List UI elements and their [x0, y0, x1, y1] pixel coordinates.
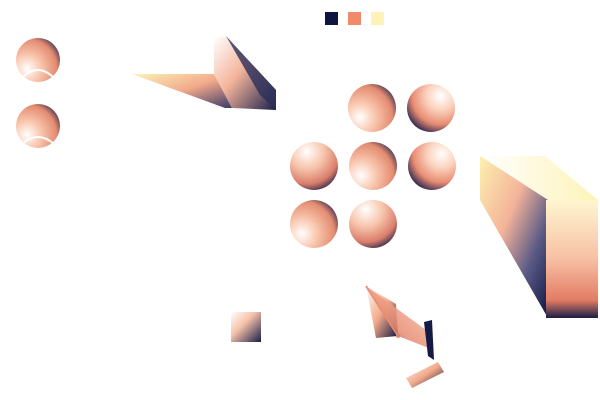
- sphere-cluster: [290, 84, 456, 248]
- shard-2: [366, 286, 434, 350]
- sphere-left-1-ring: [21, 69, 55, 79]
- cluster-sphere-2: [407, 84, 455, 132]
- box-front-face: [546, 200, 598, 318]
- cluster-sphere-1: [348, 84, 396, 132]
- sphere-left-1: [16, 38, 60, 82]
- sphere-left-2-ring: [21, 136, 55, 145]
- color-legend: [325, 12, 384, 25]
- swatch-cream: [371, 12, 384, 25]
- swatch-navy: [325, 12, 338, 25]
- left-spheres: [16, 38, 60, 148]
- small-square: [231, 312, 261, 342]
- sphere-left-2: [16, 104, 60, 148]
- box-top-face: [480, 156, 598, 200]
- shard-4: [406, 362, 444, 388]
- cluster-sphere-3: [290, 142, 338, 190]
- right-box: [480, 156, 598, 318]
- cluster-sphere-5: [408, 142, 456, 190]
- cluster-sphere-6: [290, 200, 338, 248]
- swatch-coral: [348, 12, 361, 25]
- cluster-sphere-7: [349, 200, 397, 248]
- prism-end-face: [226, 36, 276, 110]
- prism-top-face: [132, 74, 232, 108]
- bottom-shards: [365, 285, 444, 388]
- top-prism: [132, 36, 276, 110]
- shard-3: [424, 320, 434, 360]
- cluster-sphere-4: [349, 142, 397, 190]
- box-side-face: [480, 156, 548, 318]
